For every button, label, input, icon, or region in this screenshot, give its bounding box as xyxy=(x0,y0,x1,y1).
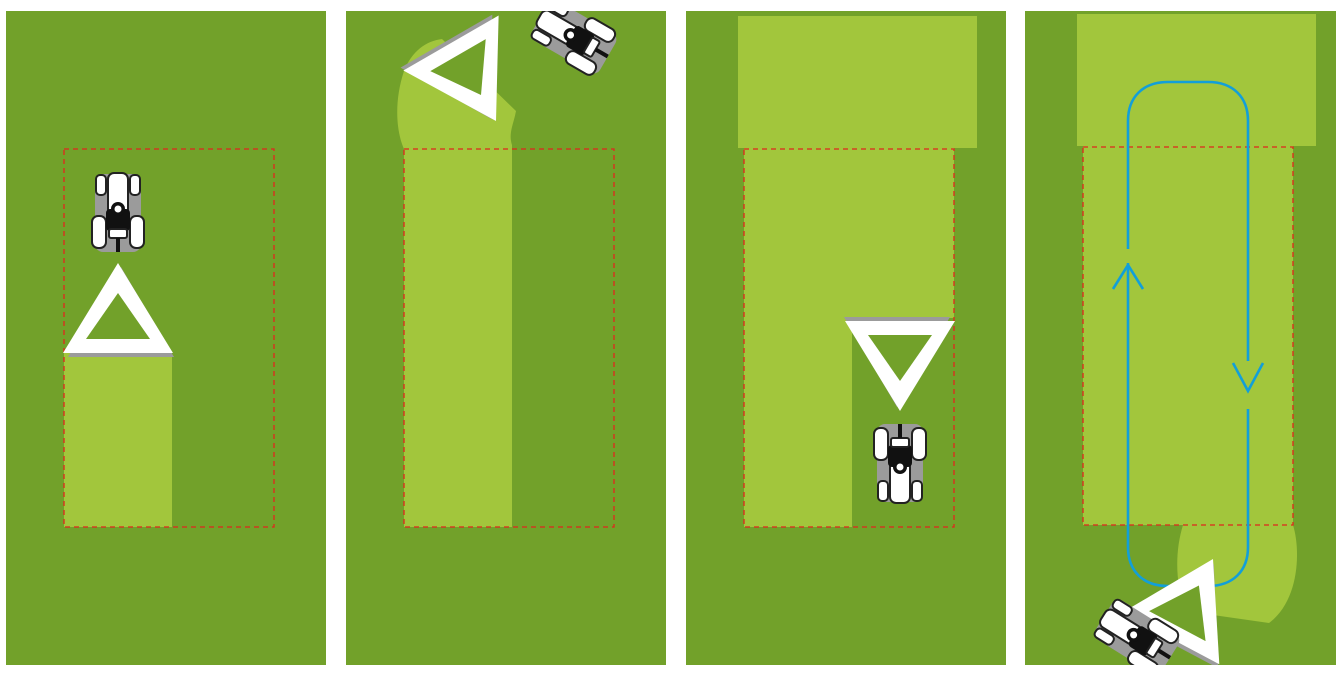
path-gap xyxy=(1121,249,1135,263)
field-diagram-1 xyxy=(6,11,326,665)
headland-worked xyxy=(738,16,977,148)
worked-strip-2 xyxy=(852,148,954,318)
step-panel-4 xyxy=(1025,11,1336,665)
step-panel-2 xyxy=(346,11,666,665)
worked-strip xyxy=(64,351,172,527)
field-area xyxy=(6,11,326,665)
headland-worked xyxy=(1077,14,1316,146)
worked-area xyxy=(1083,146,1293,525)
tractor-icon xyxy=(92,173,144,252)
tractor-icon xyxy=(874,424,926,503)
field-diagram-2 xyxy=(346,11,666,665)
field-diagram-3 xyxy=(686,11,1006,665)
worked-strip-1 xyxy=(744,148,852,527)
field-diagram-4 xyxy=(1025,11,1336,665)
step-panel-3 xyxy=(686,11,1006,665)
step-panel-1 xyxy=(6,11,326,665)
worked-strip xyxy=(397,39,516,527)
